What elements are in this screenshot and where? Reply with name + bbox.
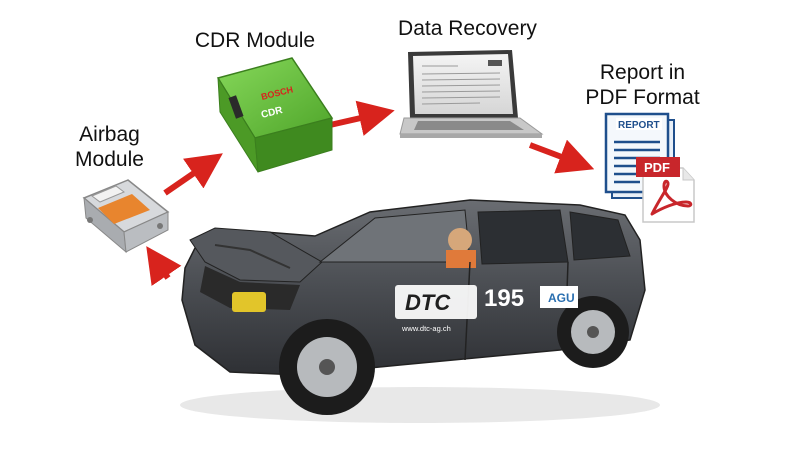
arrow-cdr-to-data <box>329 100 395 136</box>
crashed-car: DTC www.dtc-ag.ch 195 AGU <box>180 199 660 423</box>
arrow-airbag-to-cdr <box>163 153 223 196</box>
arrow-data-to-report <box>528 139 595 174</box>
airbag-label-line1: Airbag <box>79 123 140 146</box>
laptop <box>399 50 544 138</box>
airbag-label-line2: Module <box>75 148 144 171</box>
report-label-line2: PDF Format <box>585 86 700 109</box>
rear-wheel <box>557 296 629 368</box>
car-logo-text: DTC <box>405 290 451 315</box>
battery <box>232 292 266 312</box>
arrow-car-to-airbag <box>146 246 182 286</box>
pdf-icon: PDF <box>636 157 695 223</box>
car-number-text: 195 <box>484 285 524 312</box>
airbag-module-device <box>82 179 170 254</box>
cdr-module-label: CDR Module <box>194 29 316 52</box>
car-sponsor-text: AGU <box>548 291 575 305</box>
flow-arrows <box>146 100 595 286</box>
cdr-module-device: BOSCH CDR <box>216 57 334 173</box>
data-recovery-label: Data Recovery <box>398 17 537 40</box>
report-pdf-label: Report in PDF Format <box>575 60 710 110</box>
pdf-badge-text: PDF <box>644 160 670 175</box>
front-wheel <box>279 319 375 415</box>
airbag-module-label: Airbag Module <box>52 122 167 172</box>
cdr-model-text: CDR <box>260 105 284 121</box>
report-title-text: REPORT <box>618 120 660 131</box>
report-label-line1: Report in <box>599 61 686 84</box>
car-website-text: www.dtc-ag.ch <box>401 324 451 333</box>
